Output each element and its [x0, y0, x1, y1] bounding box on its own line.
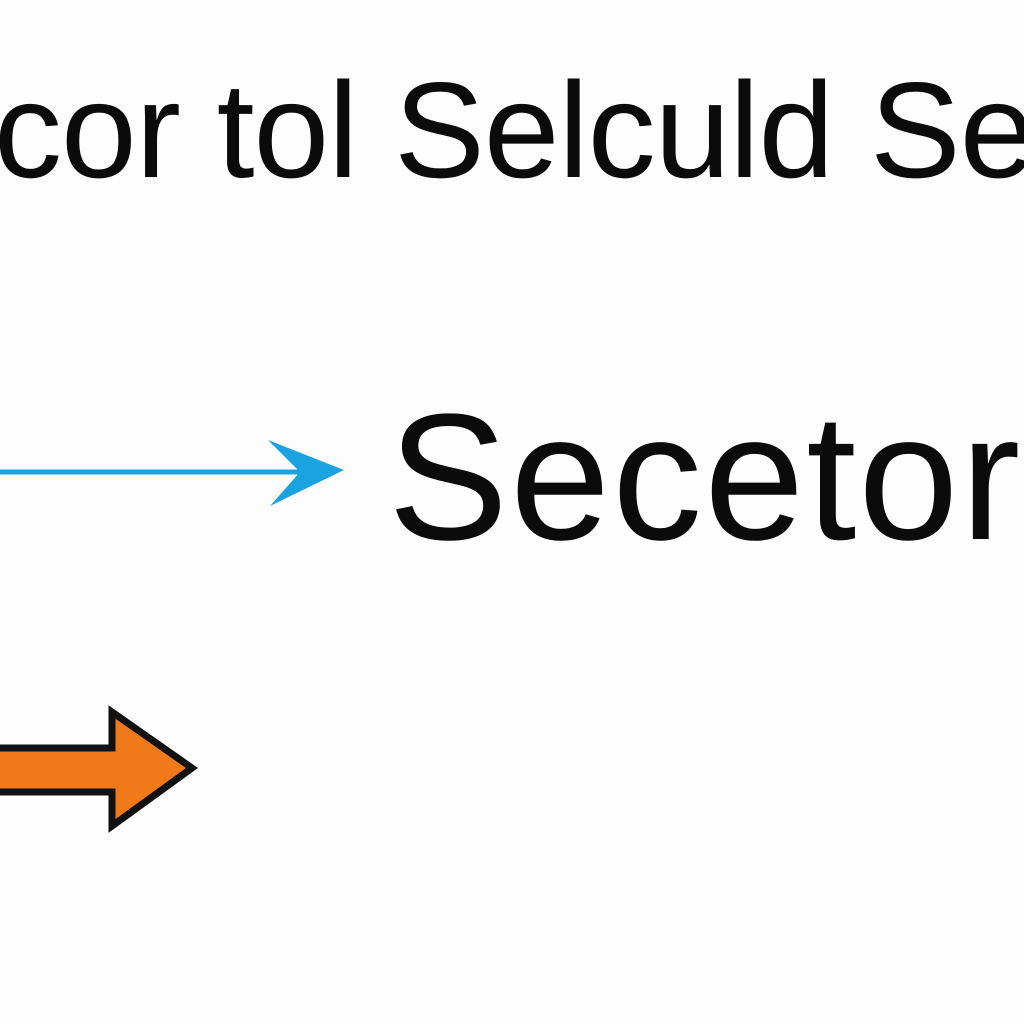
blue-arrow-head	[268, 440, 344, 506]
orange-arrow-icon	[0, 705, 199, 833]
heading-text: cor tol Selculd Se	[0, 54, 1024, 206]
blue-arrow-icon	[0, 440, 344, 506]
target-label: Secetor	[388, 377, 1023, 578]
orange-arrow-shape	[0, 705, 199, 833]
